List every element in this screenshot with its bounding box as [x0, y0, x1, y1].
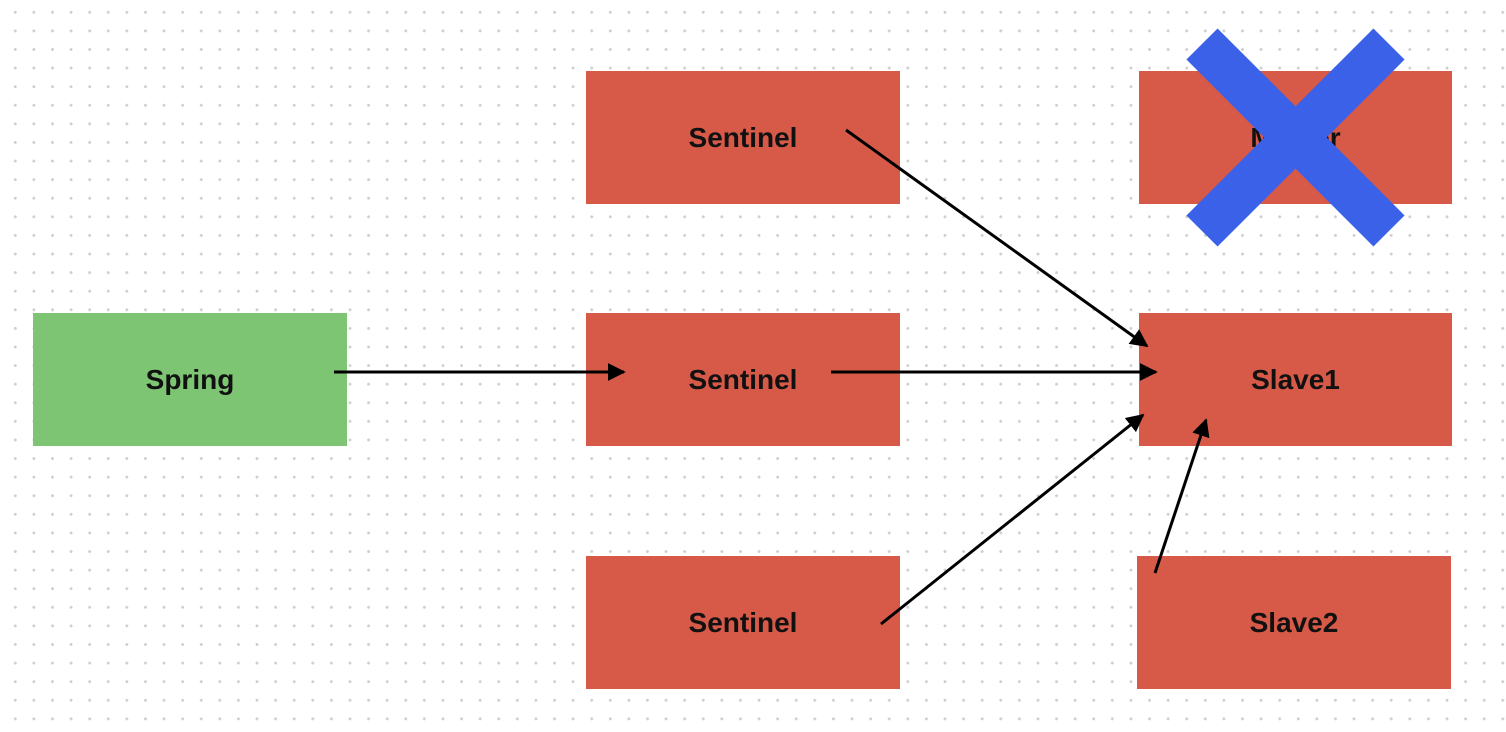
spring-node-label: Spring [145, 363, 235, 395]
sentinel-node-bottom[interactable]: Sentinel [586, 556, 900, 689]
slave2-node[interactable]: Slave2 [1137, 556, 1451, 689]
slave1-node[interactable]: Slave1 [1139, 313, 1452, 446]
spring-node[interactable]: Spring [33, 313, 347, 446]
sentinel-node-middle[interactable]: Sentinel [586, 313, 900, 446]
master-node-label: Master [1250, 121, 1341, 153]
slave1-node-label: Slave1 [1251, 363, 1340, 395]
sentinel-node-top[interactable]: Sentinel [586, 71, 900, 204]
arrow-sentinel-bottom-to-slave1 [880, 413, 1145, 626]
slave2-node-label: Slave2 [1249, 606, 1339, 638]
master-node[interactable]: Master [1139, 71, 1452, 204]
sentinel-node-bottom-label: Sentinel [688, 606, 798, 638]
sentinel-node-middle-label: Sentinel [688, 363, 798, 395]
sentinel-node-top-label: Sentinel [688, 121, 798, 153]
